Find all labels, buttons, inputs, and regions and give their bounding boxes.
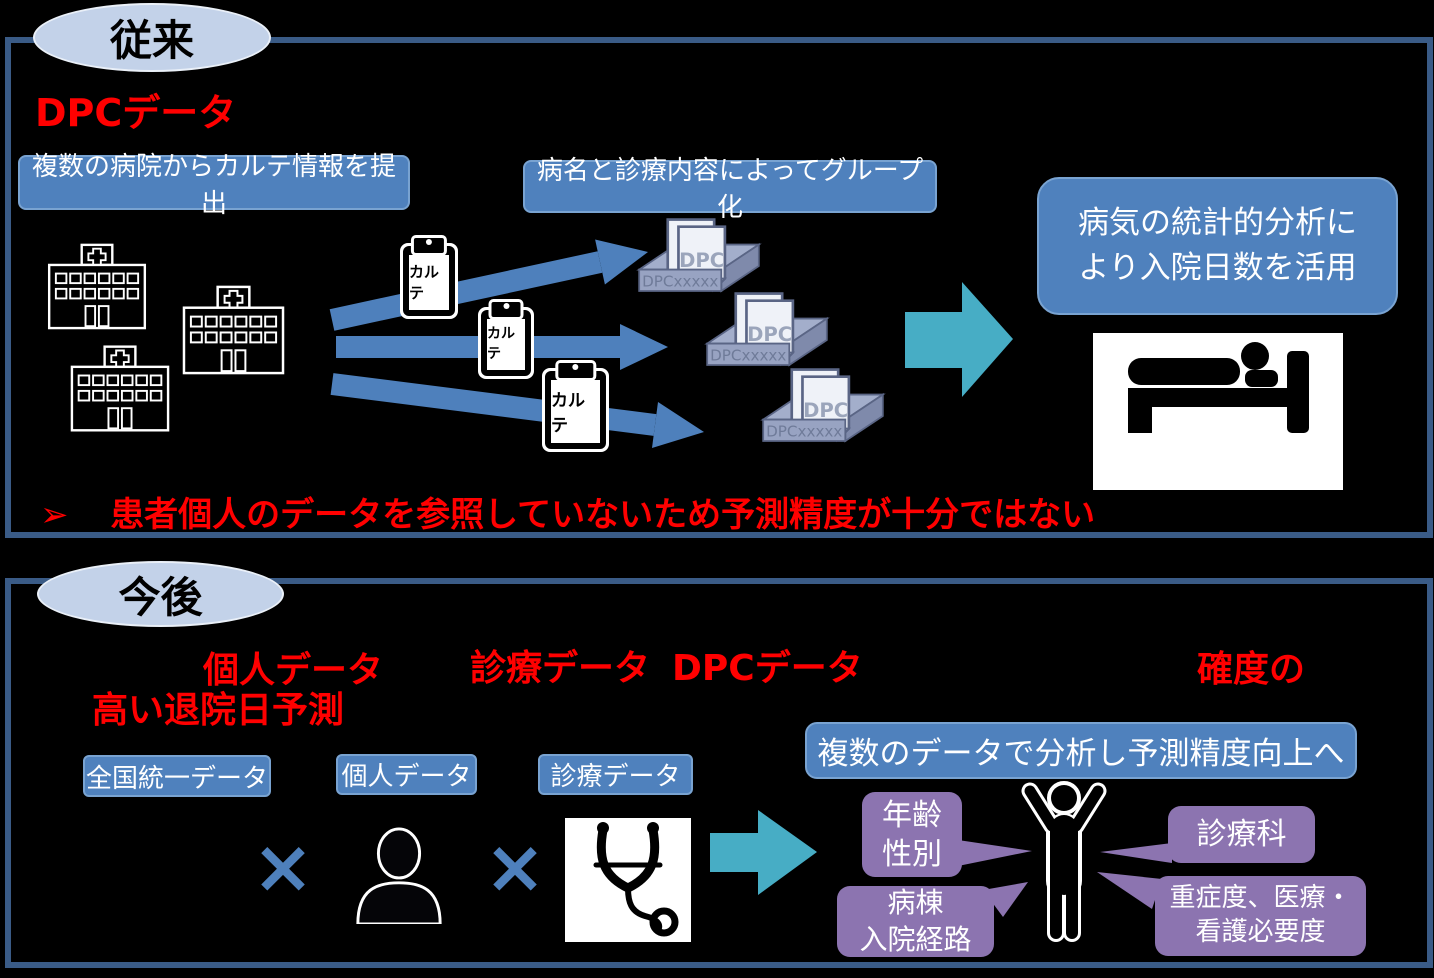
submit-caption-box: 複数の病院からカルテ情報を提出: [18, 152, 410, 219]
future-badge-label: 今後: [118, 572, 203, 622]
clipboard-clip-icon: [554, 360, 597, 381]
label-national-data-text: 全国統一データ: [85, 763, 268, 794]
dpc-stack: DPC DPCxxxxx: [636, 218, 762, 293]
karte-clipboard: カルテ: [400, 235, 458, 319]
dpc-stack: DPC DPCxxxxx: [760, 368, 886, 443]
hospital-icon: [70, 345, 170, 432]
person-icon: [356, 827, 442, 924]
label-medical-data: 診療データ: [538, 754, 693, 795]
clipboard-body: カルテ: [545, 360, 606, 449]
stethoscope-icon: [593, 822, 679, 937]
bubble-age-line2: 性別: [882, 836, 942, 872]
karte-clipboard: カルテ: [542, 360, 609, 452]
dpc-tray-label: DPCxxxxx: [642, 273, 718, 291]
karte-label: カルテ: [551, 380, 600, 443]
analysis-caption-box: 複数のデータで分析し予測精度向上へ: [805, 722, 1357, 779]
clipboard-clip-icon: [410, 235, 448, 256]
label-national-data: 全国統一データ: [83, 755, 271, 797]
dpc-tray-label: DPCxxxxx: [766, 423, 842, 441]
clipboard-clip-icon: [488, 299, 524, 320]
analysis-caption-text: 複数のデータで分析し予測精度向上へ: [817, 736, 1345, 772]
dpc-tray-label: DPCxxxxx: [710, 347, 786, 365]
clipboard-body: カルテ: [481, 299, 531, 376]
red-text-medical-data: 診療データ: [470, 648, 651, 689]
bed-card: [1093, 333, 1343, 490]
label-medical-data-text: 診療データ: [550, 762, 681, 792]
grouping-caption-box: 病名と診療内容によってグループ化: [523, 156, 937, 223]
red-text-discharge-prediction: 高い退院日予測: [92, 690, 345, 731]
label-personal-data: 個人データ: [336, 754, 477, 795]
bubble-ward-line2: 入院経路: [859, 922, 972, 956]
label-personal-data-text: 個人データ: [341, 762, 472, 792]
bubble-department-text: 診療科: [1196, 817, 1287, 852]
stethoscope-card: [565, 818, 691, 942]
statistics-caption-line2: より入院日数を活用: [1078, 250, 1357, 286]
submit-caption-label: 複数の病院からカルテ情報を提出: [31, 151, 396, 219]
hospital-bed-icon: [1128, 342, 1309, 433]
bubble-ward-route: 病棟 入院経路: [837, 886, 994, 957]
red-text-personal-data: 個人データ: [203, 650, 384, 691]
statistics-caption-box: 病気の統計的分析に より入院日数を活用: [1037, 177, 1398, 315]
red-text-dpc-data: DPCデータ: [672, 648, 863, 689]
karte-clipboard: カルテ: [478, 299, 534, 379]
karte-label: カルテ: [409, 255, 449, 310]
bubble-age-line1: 年齢: [882, 797, 942, 833]
future-badge: 今後: [37, 561, 284, 627]
dpc-doc-label: DPC: [803, 399, 848, 422]
dpc-stack: DPC DPCxxxxx: [704, 292, 830, 367]
conventional-section-frame: [5, 37, 1433, 538]
conventional-badge-label: 従来: [109, 16, 194, 65]
bubble-age-sex: 年齢 性別: [862, 792, 962, 877]
statistics-caption-line1: 病気の統計的分析に: [1078, 205, 1357, 242]
clipboard-body: カルテ: [403, 235, 455, 316]
bubble-severity-line2: 看護必要度: [1195, 917, 1326, 947]
dpc-doc-label: DPC: [679, 249, 724, 272]
cheering-person-icon: [1021, 781, 1107, 942]
hospital-icon: [182, 285, 285, 375]
multiply-sign: ×: [484, 824, 547, 910]
note-text: 患者個人のデータを参照していないため予測精度が十分ではない: [110, 495, 1096, 535]
bubble-severity-line1: 重症度、医療・: [1169, 883, 1352, 914]
note-bullet-icon: ➢: [40, 495, 69, 535]
conventional-note: ➢ 患者個人のデータを参照していないため予測精度が十分ではない: [40, 487, 1095, 536]
multiply-sign: ×: [252, 824, 315, 910]
hospital-icon: [47, 243, 147, 330]
bubble-department: 診療科: [1168, 806, 1315, 863]
dpc-doc-label: DPC: [747, 323, 792, 346]
conventional-badge: 従来: [33, 3, 271, 72]
red-text-accuracy: 確度の: [1197, 649, 1306, 690]
teal-arrow-icon: [710, 810, 817, 895]
bubble-ward-line1: 病棟: [887, 886, 944, 920]
bubble-severity: 重症度、医療・ 看護必要度: [1155, 876, 1366, 956]
karte-label: カルテ: [487, 319, 525, 370]
grouping-caption-label: 病名と診療内容によってグループ化: [536, 155, 924, 223]
conventional-title: DPCデータ: [35, 91, 237, 135]
teal-arrow-icon: [905, 282, 1013, 397]
future-section-frame: [5, 578, 1433, 968]
